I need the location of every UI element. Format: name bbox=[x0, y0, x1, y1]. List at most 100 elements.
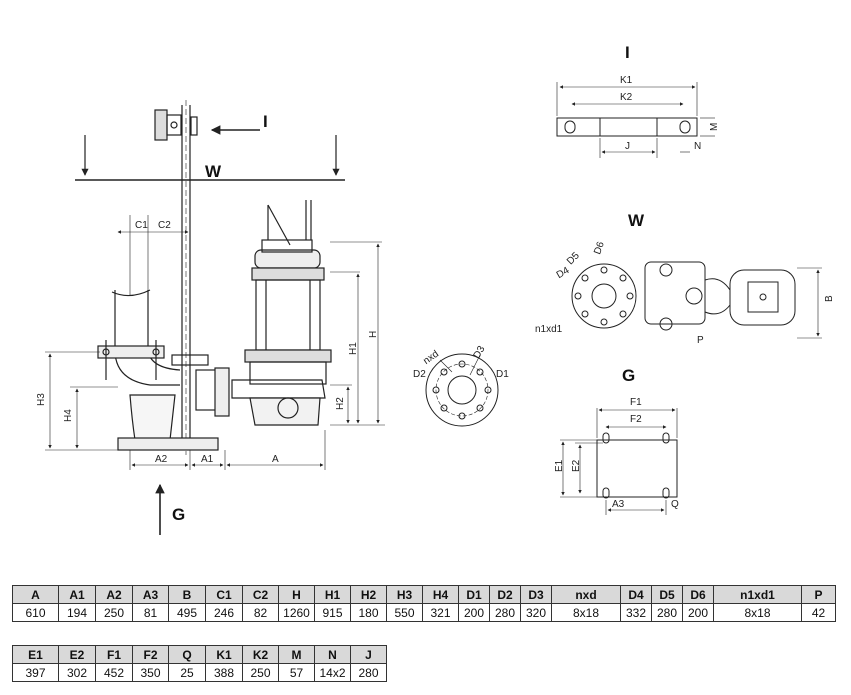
dim-label-k1: K1 bbox=[620, 75, 633, 86]
value-d5: 280 bbox=[651, 603, 683, 622]
view-i-arrow-label: I bbox=[263, 112, 268, 131]
dim-label-h3: H3 bbox=[36, 393, 47, 406]
dim-label-d2: D2 bbox=[413, 369, 426, 380]
value-d3: 320 bbox=[520, 603, 552, 622]
header-b: B bbox=[168, 585, 206, 604]
dim-label-e1: E1 bbox=[554, 459, 565, 472]
header-a: A bbox=[12, 585, 59, 604]
value-p: 42 bbox=[801, 603, 836, 622]
dim-label-j: J bbox=[625, 141, 630, 152]
dim-label-h1: H1 bbox=[348, 342, 359, 355]
value-h2: 180 bbox=[350, 603, 387, 622]
header-h1: H1 bbox=[314, 585, 351, 604]
header-a2: A2 bbox=[95, 585, 133, 604]
dim-label-p: P bbox=[697, 335, 704, 346]
value-j: 280 bbox=[350, 663, 387, 682]
dimensions-table-2: E1 E2 F1 F2 Q K1 K2 M N J 397 302 452 35… bbox=[12, 645, 387, 682]
header-c2: C2 bbox=[242, 585, 279, 604]
dim-label-b: B bbox=[824, 295, 835, 302]
main-side-view bbox=[45, 100, 385, 535]
value-d4: 332 bbox=[620, 603, 652, 622]
dim-label-h4: H4 bbox=[63, 409, 74, 422]
dim-label-d6: D6 bbox=[592, 240, 607, 256]
header-f1: F1 bbox=[95, 645, 133, 664]
header-d5: D5 bbox=[651, 585, 683, 604]
view-w-drawing bbox=[571, 261, 822, 339]
dim-label-e2: E2 bbox=[571, 459, 582, 472]
view-i-title: I bbox=[625, 43, 630, 62]
dim-label-nxd: nxd bbox=[421, 349, 441, 367]
table-row: 397 302 452 350 25 388 250 57 14x2 280 bbox=[12, 663, 387, 682]
table-row: 610 194 250 81 495 246 82 1260 915 180 5… bbox=[12, 603, 836, 622]
value-b: 495 bbox=[168, 603, 206, 622]
value-d2: 280 bbox=[489, 603, 521, 622]
dim-label-d1: D1 bbox=[496, 369, 509, 380]
value-c2: 82 bbox=[242, 603, 279, 622]
table-header-row: E1 E2 F1 F2 Q K1 K2 M N J bbox=[12, 645, 387, 664]
dim-label-k2: K2 bbox=[620, 92, 633, 103]
view-g-title: G bbox=[622, 366, 635, 385]
value-k2: 250 bbox=[242, 663, 279, 682]
header-h: H bbox=[278, 585, 315, 604]
value-d1: 200 bbox=[458, 603, 490, 622]
header-k2: K2 bbox=[242, 645, 279, 664]
dim-label-m: M bbox=[709, 123, 720, 131]
value-f2: 350 bbox=[132, 663, 169, 682]
value-h4: 321 bbox=[422, 603, 459, 622]
header-h3: H3 bbox=[386, 585, 423, 604]
header-m: M bbox=[278, 645, 315, 664]
dim-label-d4: D4 bbox=[555, 265, 572, 281]
value-q: 25 bbox=[168, 663, 206, 682]
view-g-drawing bbox=[560, 408, 678, 515]
dim-label-a2: A2 bbox=[155, 454, 168, 465]
view-w-title: W bbox=[628, 211, 645, 230]
value-k1: 388 bbox=[205, 663, 243, 682]
value-h1: 915 bbox=[314, 603, 351, 622]
dim-label-f2: F2 bbox=[630, 414, 642, 425]
value-n1xd1: 8x18 bbox=[713, 603, 802, 622]
header-c1: C1 bbox=[205, 585, 243, 604]
view-g-arrow-label: G bbox=[172, 505, 185, 524]
dim-label-a1: A1 bbox=[201, 454, 214, 465]
header-k1: K1 bbox=[205, 645, 243, 664]
header-a1: A1 bbox=[58, 585, 96, 604]
header-p: P bbox=[801, 585, 836, 604]
dim-label-h: H bbox=[368, 331, 379, 338]
header-n1xd1: n1xd1 bbox=[713, 585, 802, 604]
header-q: Q bbox=[168, 645, 206, 664]
view-w-arrow-label: W bbox=[205, 162, 222, 181]
table-header-row: A A1 A2 A3 B C1 C2 H H1 H2 H3 H4 D1 D2 D… bbox=[12, 585, 836, 604]
discharge-flange-view bbox=[425, 353, 499, 427]
value-h3: 550 bbox=[386, 603, 423, 622]
view-i-drawing bbox=[556, 82, 715, 158]
dim-label-f1: F1 bbox=[630, 397, 642, 408]
value-a3: 81 bbox=[132, 603, 169, 622]
dim-label-c2: C2 bbox=[158, 220, 171, 231]
dim-label-d5: D5 bbox=[565, 250, 582, 267]
header-nxd: nxd bbox=[551, 585, 621, 604]
header-a3: A3 bbox=[132, 585, 169, 604]
header-f2: F2 bbox=[132, 645, 169, 664]
pump-installation-drawing: I W G I W G C1 C2 H H1 H2 H3 H4 A2 A1 A … bbox=[36, 43, 835, 535]
header-h4: H4 bbox=[422, 585, 459, 604]
value-e1: 397 bbox=[12, 663, 59, 682]
header-e1: E1 bbox=[12, 645, 59, 664]
value-f1: 452 bbox=[95, 663, 133, 682]
value-h: 1260 bbox=[278, 603, 315, 622]
header-n: N bbox=[314, 645, 351, 664]
value-a2: 250 bbox=[95, 603, 133, 622]
value-m: 57 bbox=[278, 663, 315, 682]
dim-label-q: Q bbox=[671, 499, 679, 510]
header-d2: D2 bbox=[489, 585, 521, 604]
dim-label-n: N bbox=[694, 141, 701, 152]
dim-label-a3: A3 bbox=[612, 499, 625, 510]
dim-label-h2: H2 bbox=[335, 397, 346, 410]
value-nxd: 8x18 bbox=[551, 603, 621, 622]
header-h2: H2 bbox=[350, 585, 387, 604]
header-d6: D6 bbox=[682, 585, 714, 604]
value-n: 14x2 bbox=[314, 663, 351, 682]
dim-label-d3: D3 bbox=[472, 344, 488, 361]
dimensions-table-1: A A1 A2 A3 B C1 C2 H H1 H2 H3 H4 D1 D2 D… bbox=[12, 585, 836, 622]
header-j: J bbox=[350, 645, 387, 664]
header-d4: D4 bbox=[620, 585, 652, 604]
